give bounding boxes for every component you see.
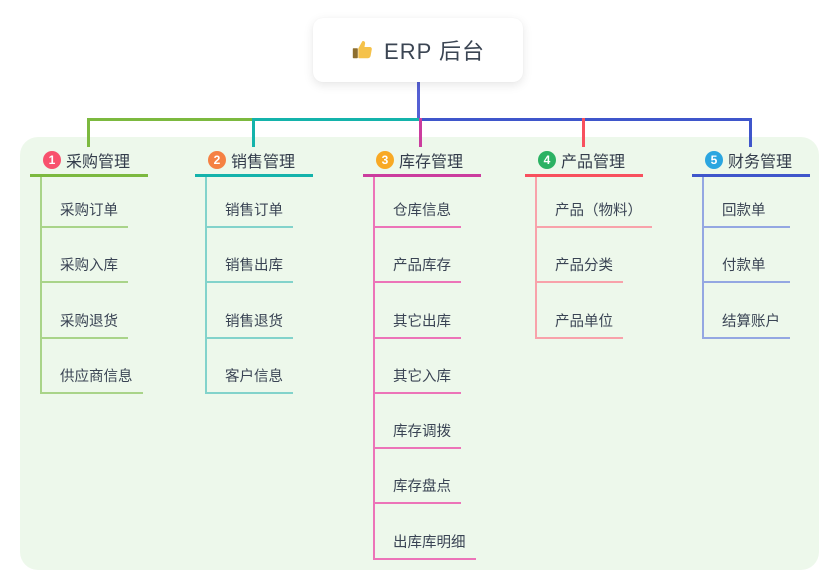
sub-item[interactable]: 回款单 bbox=[704, 177, 790, 228]
branch-items: 销售订单销售出库销售退货客户信息 bbox=[205, 177, 293, 394]
branch-number-badge: 2 bbox=[208, 151, 226, 169]
drop-line-inventory bbox=[419, 118, 422, 147]
branch-number-badge: 3 bbox=[376, 151, 394, 169]
sub-item-label: 销售退货 bbox=[225, 313, 283, 330]
branch-number-badge: 1 bbox=[43, 151, 61, 169]
trunk-line bbox=[417, 82, 420, 121]
sub-item[interactable]: 付款单 bbox=[704, 228, 790, 284]
sub-item[interactable]: 产品库存 bbox=[375, 228, 461, 284]
sub-item-label: 采购入库 bbox=[60, 258, 118, 275]
branch-product: 4 产品管理 产品（物料） 产品分类产品单位 bbox=[525, 150, 690, 339]
branch-header[interactable]: 2 销售管理 bbox=[195, 150, 360, 171]
sub-item-label: 产品分类 bbox=[555, 258, 613, 275]
sub-item-label: 其它入库 bbox=[393, 368, 451, 385]
sub-item-label: 供应商信息 bbox=[60, 368, 133, 385]
sub-item[interactable]: 采购退货 bbox=[42, 283, 128, 339]
branch-sales: 2 销售管理 销售订单销售出库销售退货客户信息 bbox=[195, 150, 360, 394]
branch-items: 仓库信息产品库存其它出库其它入库库存调拨库存盘点出库库明细 bbox=[373, 177, 476, 560]
sub-item-label: 结算账户 bbox=[722, 313, 780, 330]
branch-inventory: 3 库存管理 仓库信息产品库存其它出库其它入库库存调拨库存盘点出库库明细 bbox=[363, 150, 528, 560]
sub-item[interactable]: 产品（物料） bbox=[537, 177, 652, 228]
sub-item[interactable]: 产品单位 bbox=[537, 283, 623, 339]
sub-item-label: 库存盘点 bbox=[393, 479, 451, 496]
drop-line-purchase bbox=[87, 118, 90, 147]
branch-items: 产品（物料） 产品分类产品单位 bbox=[535, 177, 652, 339]
branch-underline bbox=[692, 174, 810, 177]
sub-item[interactable]: 出库库明细 bbox=[375, 504, 476, 560]
branches-panel bbox=[20, 137, 819, 570]
branch-underline bbox=[195, 174, 313, 177]
branch-label[interactable]: 采购管理 bbox=[66, 154, 131, 171]
sub-item-label: 仓库信息 bbox=[393, 203, 451, 219]
branch-label[interactable]: 财务管理 bbox=[728, 154, 793, 171]
sub-item-label: 其它出库 bbox=[393, 313, 451, 330]
branch-header[interactable]: 4 产品管理 bbox=[525, 150, 690, 171]
branch-number-badge: 5 bbox=[705, 151, 723, 169]
sub-item[interactable]: 结算账户 bbox=[704, 283, 790, 339]
drop-line-finance bbox=[749, 118, 752, 147]
sub-item[interactable]: 其它入库 bbox=[375, 339, 461, 394]
thumbs-up-icon bbox=[352, 41, 372, 59]
drop-line-sales bbox=[252, 118, 255, 147]
sub-item[interactable]: 销售退货 bbox=[207, 283, 293, 339]
branch-header[interactable]: 1 采购管理 bbox=[30, 150, 195, 171]
sub-item-label: 销售订单 bbox=[225, 203, 283, 219]
bus-segment-blue bbox=[419, 118, 752, 121]
branch-header[interactable]: 5 财务管理 bbox=[692, 150, 839, 171]
sub-item[interactable]: 采购订单 bbox=[42, 177, 128, 228]
branch-label[interactable]: 库存管理 bbox=[399, 154, 464, 171]
sub-item-label: 付款单 bbox=[722, 258, 766, 275]
branch-label[interactable]: 销售管理 bbox=[231, 154, 296, 171]
sub-item-label: 销售出库 bbox=[225, 258, 283, 275]
sub-item[interactable]: 库存盘点 bbox=[375, 449, 461, 505]
sub-item[interactable]: 采购入库 bbox=[42, 228, 128, 284]
bus-segment-green bbox=[87, 118, 254, 121]
sub-item-label: 产品单位 bbox=[555, 313, 613, 330]
sub-item-label: 产品库存 bbox=[393, 258, 451, 275]
sub-item[interactable]: 产品分类 bbox=[537, 228, 623, 284]
sub-item[interactable]: 仓库信息 bbox=[375, 177, 461, 228]
sub-item[interactable]: 供应商信息 bbox=[42, 339, 143, 394]
branch-underline bbox=[363, 174, 481, 177]
sub-item-label: 采购订单 bbox=[60, 203, 118, 219]
branch-header[interactable]: 3 库存管理 bbox=[363, 150, 528, 171]
sub-item[interactable]: 其它出库 bbox=[375, 283, 461, 339]
sub-item-label: 库存调拨 bbox=[393, 424, 451, 441]
sub-item[interactable]: 库存调拨 bbox=[375, 394, 461, 450]
drop-line-product bbox=[582, 118, 585, 147]
branch-underline bbox=[30, 174, 148, 177]
root-node-erp[interactable]: ERP 后台 bbox=[313, 18, 523, 82]
sub-item-label: 出库库明细 bbox=[393, 534, 466, 551]
branch-items: 采购订单采购入库采购退货供应商信息 bbox=[40, 177, 143, 394]
branch-purchase: 1 采购管理 采购订单采购入库采购退货供应商信息 bbox=[30, 150, 195, 394]
branch-items: 回款单付款单结算账户 bbox=[702, 177, 790, 339]
branch-finance: 5 财务管理 回款单付款单结算账户 bbox=[692, 150, 839, 339]
bus-segment-teal bbox=[254, 118, 419, 121]
sub-item-label: 客户信息 bbox=[225, 368, 283, 385]
root-title: ERP 后台 bbox=[384, 39, 485, 64]
sub-item[interactable]: 销售订单 bbox=[207, 177, 293, 228]
branch-underline bbox=[525, 174, 643, 177]
sub-item-label: 产品（物料） bbox=[555, 203, 642, 219]
branch-label[interactable]: 产品管理 bbox=[561, 154, 626, 171]
sub-item-label: 回款单 bbox=[722, 203, 766, 219]
sub-item-label: 采购退货 bbox=[60, 313, 118, 330]
sub-item[interactable]: 销售出库 bbox=[207, 228, 293, 284]
branch-number-badge: 4 bbox=[538, 151, 556, 169]
sub-item[interactable]: 客户信息 bbox=[207, 339, 293, 394]
